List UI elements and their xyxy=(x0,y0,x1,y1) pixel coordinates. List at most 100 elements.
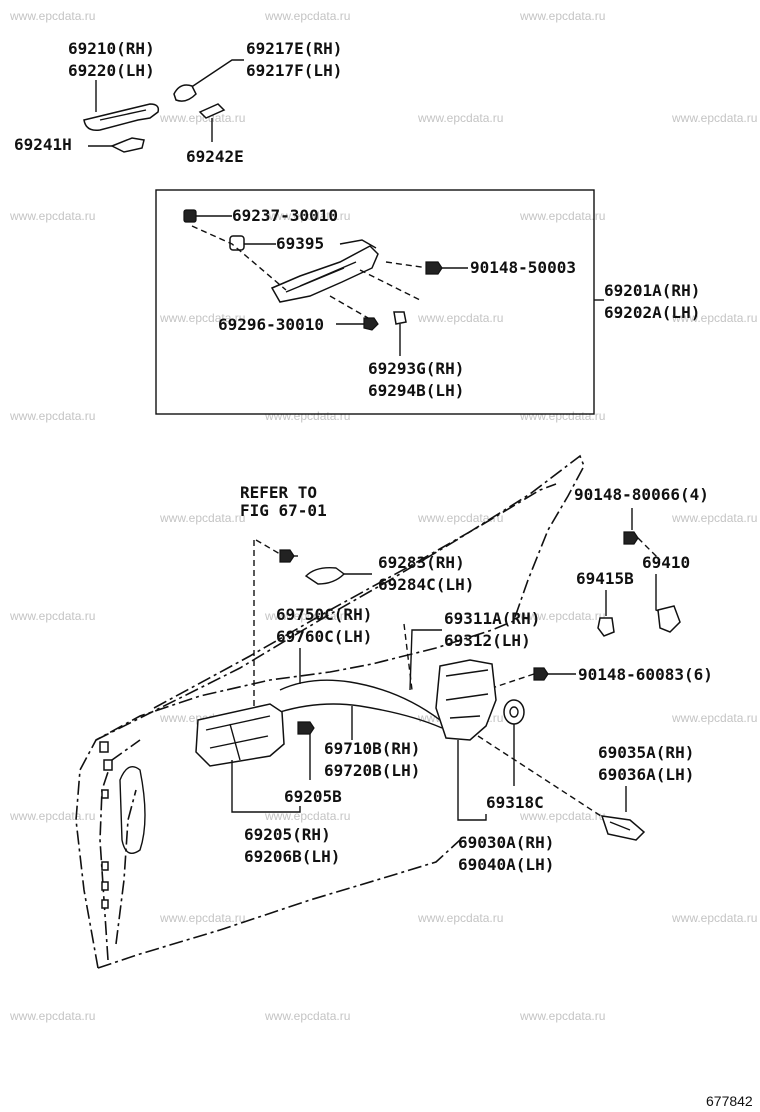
handle-frame-shape xyxy=(270,245,379,303)
switch-mark xyxy=(101,789,109,799)
shim-shape xyxy=(597,617,615,637)
label-69205b: 69205B xyxy=(284,787,342,806)
watermark: www.epcdata.ru xyxy=(417,311,503,325)
watermark: www.epcdata.ru xyxy=(9,609,95,623)
cable-shape xyxy=(279,679,441,721)
grommet-shape xyxy=(503,699,525,725)
striker-shape xyxy=(657,605,681,633)
label-69206b: 69206B(LH) xyxy=(244,847,340,866)
label-fig-ref: FIG 67-01 xyxy=(240,501,327,520)
label-69410: 69410 xyxy=(642,553,690,572)
leader-bracket xyxy=(231,760,301,813)
watermark-layer: www.epcdata.ru www.epcdata.ru www.epcdat… xyxy=(9,9,757,1023)
label-69415b: 69415B xyxy=(576,569,634,588)
watermark: www.epcdata.ru xyxy=(519,209,605,223)
switch-mark xyxy=(99,741,109,753)
door-lock-shape xyxy=(435,659,497,741)
watermark: www.epcdata.ru xyxy=(264,809,350,823)
dashed-leader xyxy=(477,735,605,819)
watermark: www.epcdata.ru xyxy=(9,209,95,223)
door-outline xyxy=(75,454,585,969)
dashed-leader xyxy=(403,623,413,691)
label-69750c: 69750C(RH) xyxy=(276,605,372,624)
watermark: www.epcdata.ru xyxy=(264,609,350,623)
label-69030a: 69030A(RH) xyxy=(458,833,554,852)
inner-panel-line xyxy=(99,739,141,961)
switch-mark xyxy=(103,759,113,771)
outside-handle-group: 69210(RH) 69220(LH) 69217E(RH) 69217F(LH… xyxy=(14,39,342,166)
gasket-shape xyxy=(198,103,226,119)
label-69201a: 69201A(RH) xyxy=(604,281,700,300)
watermark: www.epcdata.ru xyxy=(9,9,95,23)
watermark: www.epcdata.ru xyxy=(519,9,605,23)
dashed-leader xyxy=(491,673,535,689)
switch-mark xyxy=(101,899,109,909)
label-69720b: 69720B(LH) xyxy=(324,761,420,780)
window-frame-line xyxy=(95,454,585,741)
label-69237: 69237-30010 xyxy=(232,206,338,225)
dashed-leader xyxy=(191,225,287,291)
watermark: www.epcdata.ru xyxy=(9,409,95,423)
outside-handle-detail xyxy=(99,109,147,121)
watermark: www.epcdata.ru xyxy=(159,511,245,525)
door-outline-line xyxy=(75,619,517,969)
screw-shape xyxy=(425,261,443,275)
label-69217e: 69217E(RH) xyxy=(246,39,342,58)
watermark: www.epcdata.ru xyxy=(264,9,350,23)
watermark: www.epcdata.ru xyxy=(159,911,245,925)
label-69241h: 69241H xyxy=(14,135,72,154)
frame-assembly-box: 69237-30010 69395 90148-50003 69296-3001… xyxy=(155,189,700,415)
label-69035a: 69035A(RH) xyxy=(598,743,694,762)
watermark: www.epcdata.ru xyxy=(519,409,605,423)
screw-shape xyxy=(279,549,295,563)
watermark: www.epcdata.ru xyxy=(519,609,605,623)
label-69242e: 69242E xyxy=(186,147,244,166)
leader-line xyxy=(409,629,442,691)
inside-handle-detail xyxy=(205,715,271,761)
watermark: www.epcdata.ru xyxy=(9,809,95,823)
handle-frame-detail xyxy=(285,239,377,293)
label-69296: 69296-30010 xyxy=(218,315,324,334)
label-90148-50003: 90148-50003 xyxy=(470,258,576,277)
label-90148-60083: 90148-60083(6) xyxy=(578,665,713,684)
screw-shape xyxy=(533,667,549,681)
screw-shape xyxy=(363,317,379,331)
watermark: www.epcdata.ru xyxy=(519,809,605,823)
dashed-leader xyxy=(385,261,429,269)
label-90148-80066: 90148-80066(4) xyxy=(574,485,709,504)
watermark: www.epcdata.ru xyxy=(264,409,350,423)
dashed-leader xyxy=(255,539,281,555)
belt-line xyxy=(153,483,557,709)
lock-rod-shape xyxy=(600,815,646,841)
grommet-hole xyxy=(509,706,519,718)
leader-line xyxy=(189,59,244,89)
cable-shape-2 xyxy=(279,703,443,729)
label-69284c: 69284C(LH) xyxy=(378,575,474,594)
label-69760c: 69760C(LH) xyxy=(276,627,372,646)
watermark: www.epcdata.ru xyxy=(519,1009,605,1023)
label-69293g: 69293G(RH) xyxy=(368,359,464,378)
label-69283: 69283(RH) xyxy=(378,553,465,572)
label-69210: 69210(RH) xyxy=(68,39,155,58)
screw-shape xyxy=(297,721,315,735)
dashed-leader xyxy=(359,269,421,301)
dashed-leader xyxy=(637,537,661,561)
label-69294b: 69294B(LH) xyxy=(368,381,464,400)
label-69205: 69205(RH) xyxy=(244,825,331,844)
watermark: www.epcdata.ru xyxy=(159,111,245,125)
inner-panel-line-2 xyxy=(115,789,137,945)
watermark: www.epcdata.ru xyxy=(671,311,757,325)
label-69312: 69312(LH) xyxy=(444,631,531,650)
door-pocket xyxy=(119,766,146,854)
watermark: www.epcdata.ru xyxy=(264,1009,350,1023)
lock-rod-detail xyxy=(609,821,631,831)
label-69395: 69395 xyxy=(276,234,324,253)
door-bottom-line xyxy=(97,839,461,969)
label-69710b: 69710B(RH) xyxy=(324,739,420,758)
switch-mark xyxy=(101,881,109,891)
label-69220: 69220(LH) xyxy=(68,61,155,80)
watermark: www.epcdata.ru xyxy=(417,911,503,925)
outside-handle-shape xyxy=(83,103,160,132)
